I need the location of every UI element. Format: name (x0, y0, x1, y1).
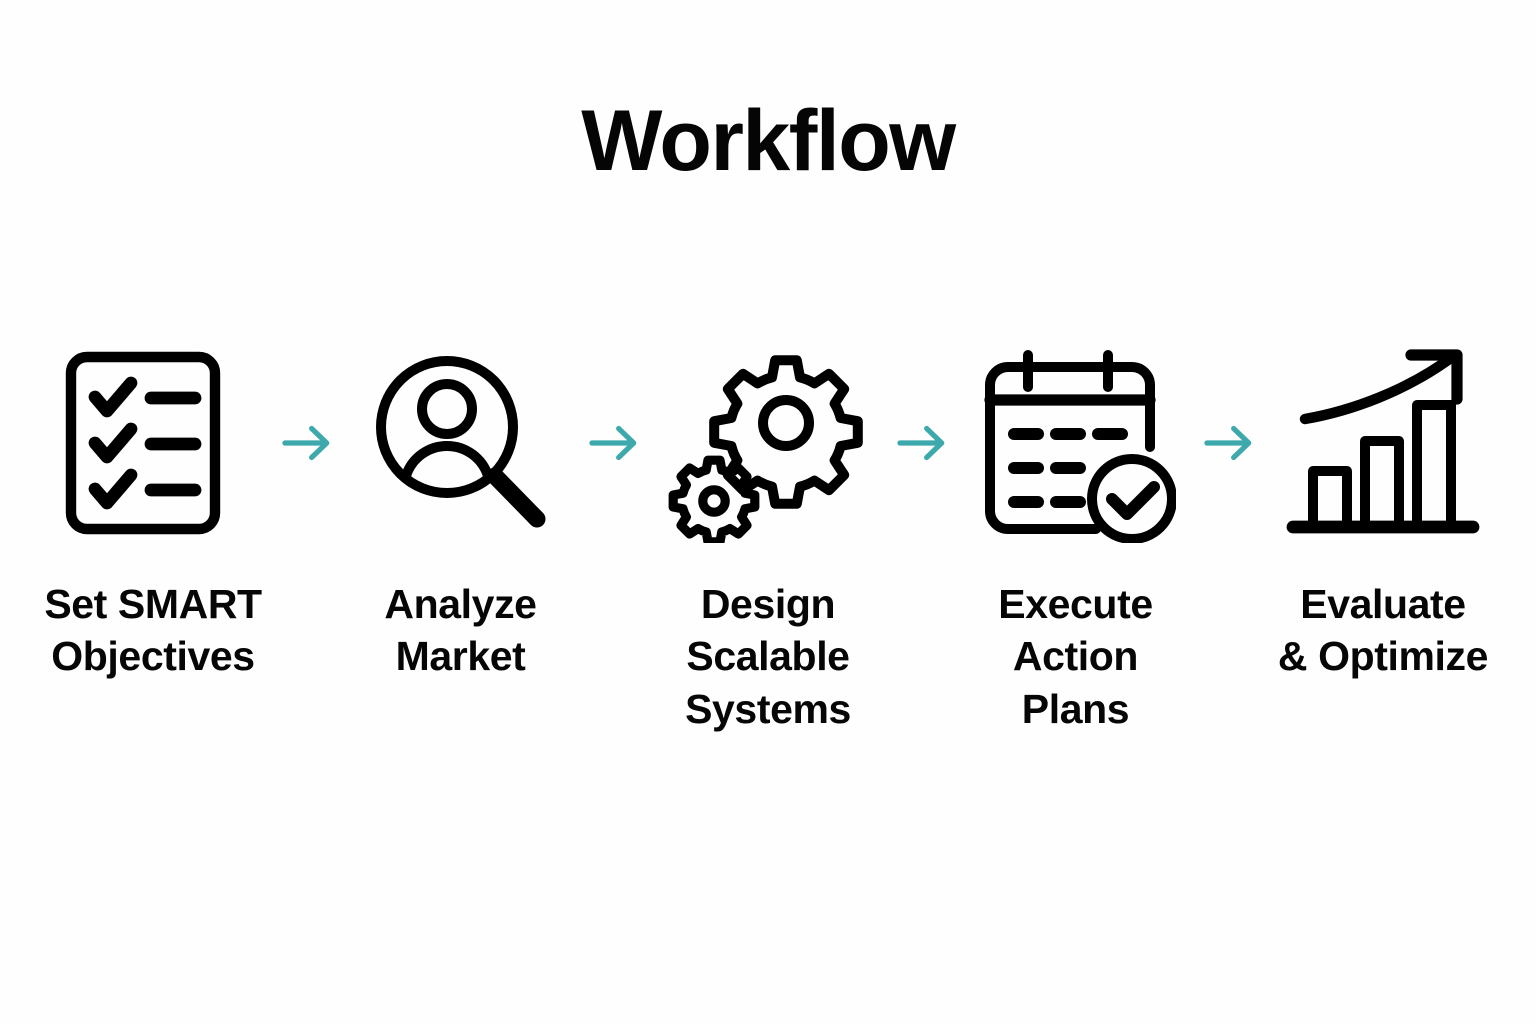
flow-step-label: Evaluate & Optimize (1277, 581, 1489, 680)
arrow-right-icon (589, 425, 637, 461)
arrow-right-icon (1204, 425, 1252, 461)
flow-step-design-scalable-systems[interactable]: Design Scalable Systems (659, 330, 877, 735)
page-title: Workflow (581, 93, 956, 189)
magnifier-person-icon (352, 330, 570, 556)
flow-step-label: Analyze Market (384, 581, 537, 680)
flow-connector-2 (577, 330, 651, 556)
flow-connector-1 (270, 330, 344, 556)
flow-step-evaluate-optimize[interactable]: Evaluate & Optimize (1274, 330, 1492, 683)
flow-connector-3 (885, 330, 959, 556)
flow-step-set-smart-objectives[interactable]: Set SMART Objectives (44, 330, 262, 683)
flow-step-execute-action-plans[interactable]: Execute Action Plans (967, 330, 1185, 735)
arrow-right-icon (897, 425, 945, 461)
flow-step-label: Execute Action Plans (998, 581, 1153, 732)
flow-step-label: Set SMART Objectives (44, 581, 262, 680)
growth-bar-chart-icon (1274, 330, 1492, 556)
arrow-right-icon (282, 425, 330, 461)
checklist-document-icon (44, 330, 262, 556)
flow-step-analyze-market[interactable]: Analyze Market (352, 330, 570, 683)
two-gears-icon (659, 330, 877, 556)
flow-connector-4 (1192, 330, 1266, 556)
process-flow-row: Set SMART Objectives Analyze Market (44, 330, 1492, 800)
calendar-check-icon (967, 330, 1185, 556)
flow-step-label: Design Scalable Systems (685, 581, 851, 732)
